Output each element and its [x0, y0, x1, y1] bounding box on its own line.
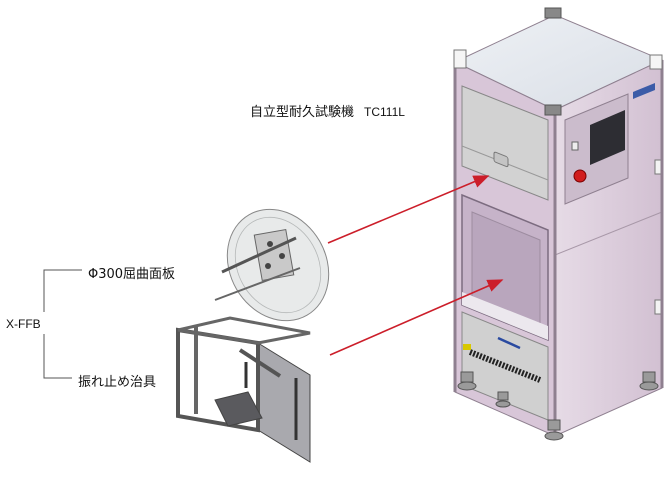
display-screen	[590, 110, 625, 165]
product-model: TC111L	[364, 105, 405, 119]
bending-plate-illustration	[214, 208, 330, 322]
group-bracket	[43, 269, 82, 379]
product-name: 自立型耐久試験機	[250, 105, 355, 120]
arrow-fixture-to-lower-chamber	[329, 279, 504, 356]
corner-cap	[544, 7, 562, 19]
emergency-stop-button	[573, 169, 587, 183]
tester-cabinet	[453, 7, 664, 441]
anti-vibration-fixture-illustration	[176, 316, 311, 463]
arrow-plate-to-upper-chamber	[327, 175, 490, 244]
product-title: 自立型耐久試験機 TC111L	[250, 101, 405, 120]
group-label: X-FFB	[6, 317, 41, 331]
bending-plate-label: Φ300屈曲面板	[88, 267, 176, 282]
logo-label	[633, 83, 655, 99]
leveling-feet	[457, 371, 659, 441]
anti-vibration-fixture-label: 振れ止め治具	[78, 375, 157, 390]
